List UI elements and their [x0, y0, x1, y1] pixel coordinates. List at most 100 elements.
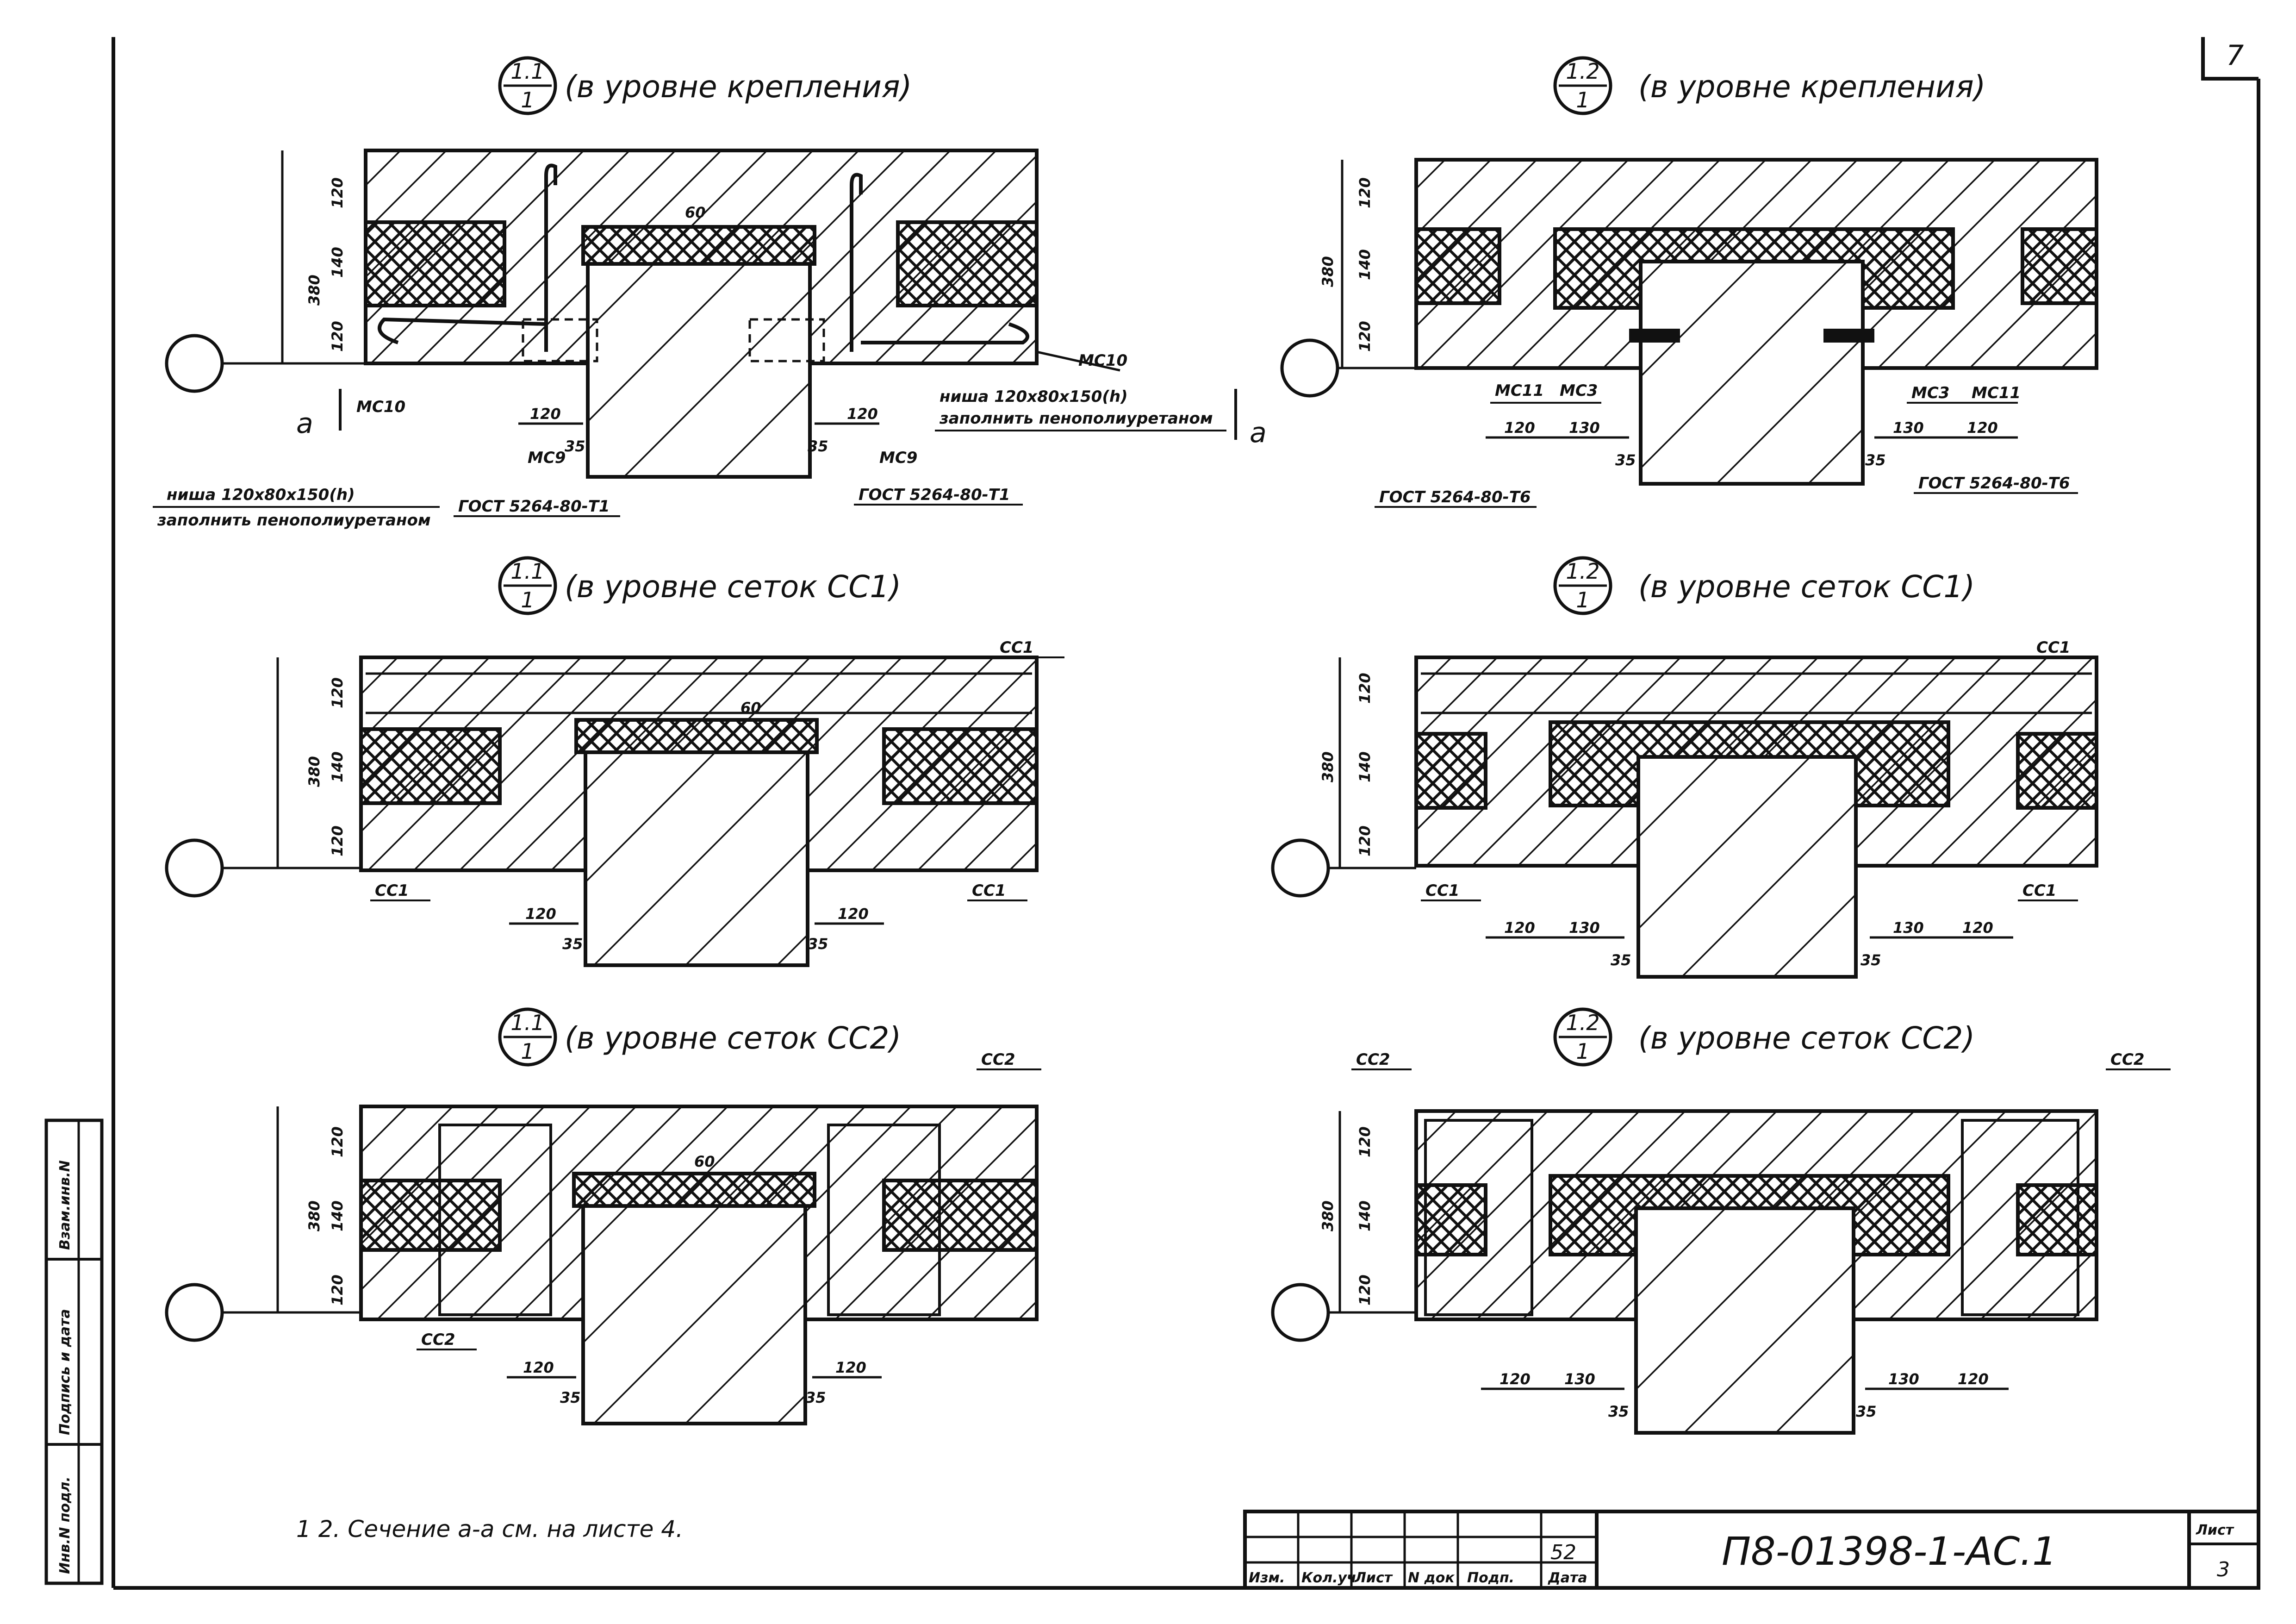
- svg-text:ниша 120х80х150(h): ниша 120х80х150(h): [167, 486, 355, 504]
- node-12-fastening: 1.2 1 (в уровне крепления) 380 120 140 1…: [1280, 56, 2098, 508]
- svg-text:1.2: 1.2: [1566, 559, 1599, 584]
- svg-text:(в уровне сеток СС2): (в уровне сеток СС2): [1638, 1020, 1975, 1056]
- svg-text:1.1: 1.1: [510, 1010, 544, 1035]
- node-marker: 1.2 1: [1553, 56, 1612, 115]
- svg-text:МС3: МС3: [1911, 384, 1949, 402]
- svg-text:МС11: МС11: [1972, 384, 2021, 402]
- svg-text:1.2: 1.2: [1566, 59, 1599, 84]
- svg-text:120: 120: [1356, 177, 1374, 208]
- svg-text:СС2: СС2: [981, 1050, 1015, 1069]
- svg-text:(в уровне сеток СС1): (в уровне сеток СС1): [1638, 569, 1975, 605]
- node-marker: 1.2 1: [1553, 556, 1612, 615]
- svg-text:140: 140: [1356, 1200, 1374, 1231]
- svg-text:1.2: 1.2: [1566, 1010, 1599, 1035]
- svg-text:380: 380: [305, 1200, 323, 1231]
- svg-text:35: 35: [805, 1389, 826, 1406]
- svg-text:1: 1: [1576, 587, 1589, 612]
- svg-text:СС2: СС2: [2110, 1050, 2145, 1069]
- svg-text:120: 120: [1967, 419, 1998, 437]
- svg-text:130: 130: [1569, 919, 1600, 937]
- svg-text:a: a: [1250, 417, 1267, 449]
- node-marker: 1.1 1: [498, 56, 557, 115]
- general-note: 1 2. Сечение а-а см. на листе 4.: [296, 1516, 683, 1543]
- svg-text:(в уровне сеток СС1): (в уровне сеток СС1): [565, 569, 901, 605]
- section-mark: a: [296, 407, 313, 440]
- svg-text:СС1: СС1: [972, 881, 1006, 900]
- svg-text:Дата: Дата: [1548, 1570, 1587, 1586]
- svg-text:60: 60: [740, 699, 761, 717]
- svg-text:ниша 120х80х150(h): ниша 120х80х150(h): [940, 387, 1128, 406]
- svg-text:заполнить пенополиуретаном: заполнить пенополиуретаном: [939, 409, 1213, 428]
- svg-text:120: 120: [329, 677, 346, 708]
- svg-text:120: 120: [530, 405, 561, 423]
- stamp-replace: Взам.инв.N: [57, 1160, 73, 1250]
- svg-text:140: 140: [329, 751, 346, 782]
- svg-text:ГОСТ 5264-80-Т6: ГОСТ 5264-80-Т6: [1918, 474, 2070, 493]
- svg-text:35: 35: [562, 935, 583, 953]
- svg-text:35: 35: [1856, 1403, 1877, 1420]
- svg-text:380: 380: [305, 275, 323, 306]
- svg-text:140: 140: [329, 1200, 346, 1231]
- svg-text:140: 140: [329, 247, 346, 278]
- svg-text:СС1: СС1: [2022, 881, 2057, 900]
- svg-text:35: 35: [560, 1389, 581, 1406]
- svg-text:Лист: Лист: [1354, 1570, 1393, 1586]
- svg-text:120: 120: [1356, 673, 1374, 704]
- svg-text:Изм.: Изм.: [1249, 1570, 1285, 1586]
- page-number: 7: [2226, 39, 2244, 72]
- svg-text:140: 140: [1356, 249, 1374, 280]
- svg-text:СС1: СС1: [2036, 638, 2071, 657]
- svg-text:СС1: СС1: [375, 881, 409, 900]
- svg-text:МС10: МС10: [356, 398, 405, 416]
- svg-text:120: 120: [329, 825, 346, 856]
- svg-text:1.1: 1.1: [510, 559, 544, 584]
- svg-text:120: 120: [329, 177, 346, 208]
- svg-text:Кол.уч: Кол.уч: [1301, 1570, 1356, 1586]
- svg-text:МС9: МС9: [879, 449, 917, 467]
- svg-text:35: 35: [808, 437, 828, 455]
- svg-text:120: 120: [525, 905, 556, 923]
- svg-text:120: 120: [847, 405, 878, 423]
- svg-text:МС11: МС11: [1495, 381, 1544, 400]
- title-block: Изм. Кол.уч Лист N док Подп. Дата 52 П8-…: [1243, 1510, 2260, 1590]
- node-12-cc1: 1.2 1 (в уровне сеток СС1) 380 120 140 1…: [1271, 556, 2098, 979]
- svg-text:35: 35: [1608, 1403, 1629, 1420]
- svg-text:35: 35: [565, 437, 585, 455]
- svg-text:Лист: Лист: [2196, 1522, 2234, 1538]
- svg-text:120: 120: [1504, 919, 1535, 937]
- svg-text:120: 120: [329, 1126, 346, 1157]
- svg-text:120: 120: [329, 1274, 346, 1305]
- svg-text:1: 1: [521, 587, 534, 612]
- svg-text:35: 35: [1865, 451, 1886, 469]
- svg-text:380: 380: [1319, 256, 1337, 287]
- svg-text:120: 120: [1500, 1370, 1531, 1388]
- svg-text:140: 140: [1356, 751, 1374, 782]
- svg-text:120: 120: [835, 1359, 866, 1376]
- node-marker: 1.1 1: [498, 1007, 557, 1067]
- svg-text:130: 130: [1569, 419, 1600, 437]
- svg-text:60: 60: [685, 204, 706, 221]
- document-code: П8-01398-1-АС.1: [1722, 1529, 2057, 1574]
- svg-text:ГОСТ 5264-80-Т6: ГОСТ 5264-80-Т6: [1379, 488, 1531, 506]
- stamp-inv: Инв.N подл.: [57, 1476, 73, 1574]
- svg-text:N док: N док: [1408, 1570, 1455, 1586]
- node-12-cc2: 1.2 1 (в уровне сеток СС2) 380 120 140 1…: [1271, 1007, 2171, 1435]
- svg-text:1: 1: [521, 87, 534, 112]
- node-11-cc1: 1.1 1 (в уровне сеток СС1) 380 120 140 1…: [165, 556, 1064, 967]
- svg-text:СС1: СС1: [1425, 881, 1460, 900]
- sheet-number: 3: [2217, 1558, 2230, 1581]
- svg-text:130: 130: [1564, 1370, 1595, 1388]
- svg-text:заполнить пенополиуретаном: заполнить пенополиуретаном: [157, 511, 431, 530]
- svg-text:120: 120: [1356, 1126, 1374, 1157]
- svg-text:1: 1: [521, 1039, 534, 1064]
- svg-text:35: 35: [1615, 451, 1636, 469]
- node-11-fastening: 1.1 1 (в уровне крепления) 380 120 140 1…: [153, 56, 1267, 530]
- svg-text:35: 35: [808, 935, 828, 953]
- stamp-sign: Подпись и дата: [57, 1309, 73, 1435]
- svg-text:60: 60: [694, 1153, 715, 1170]
- svg-text:120: 120: [838, 905, 869, 923]
- svg-text:(в уровне крепления): (в уровне крепления): [1638, 69, 1985, 105]
- svg-text:ГОСТ 5264-80-Т1: ГОСТ 5264-80-Т1: [859, 486, 1010, 504]
- svg-text:1: 1: [1576, 87, 1589, 112]
